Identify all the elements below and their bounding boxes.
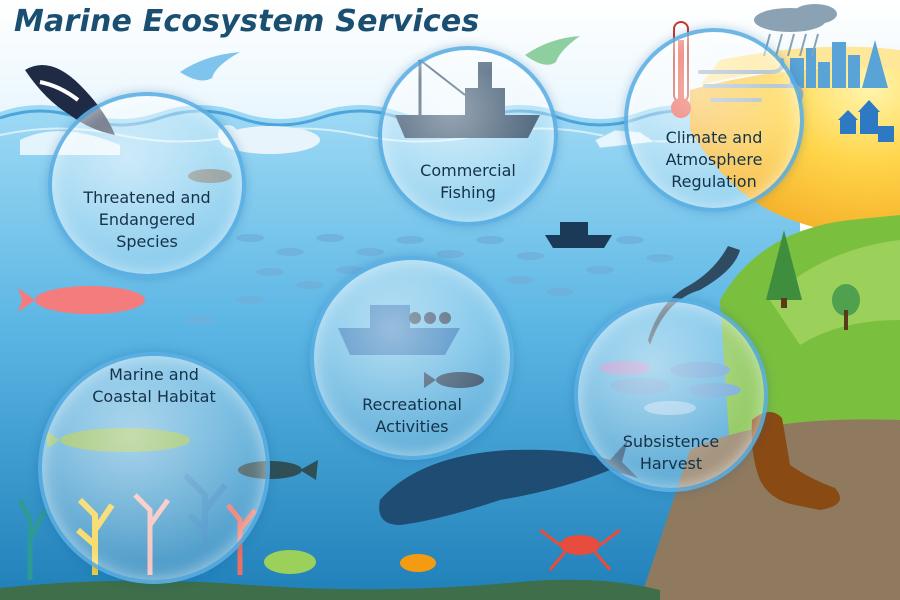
label-line: Species [116, 232, 178, 251]
sea-floor [0, 579, 660, 600]
commercial-fishing-bubble [378, 46, 558, 226]
coastal-habitat-bubble [38, 352, 270, 584]
trees-icon [766, 230, 860, 330]
albatross-icon [180, 52, 240, 81]
label-line: Marine and [109, 365, 199, 384]
sea-lion-icon [751, 411, 840, 510]
label-line: Atmosphere [665, 150, 763, 169]
label-line: Endangered [98, 210, 196, 229]
recreational-activities-bubble [310, 256, 514, 460]
crab-icon [539, 528, 621, 571]
small-boat-icon [545, 222, 612, 248]
label-line: Climate and [665, 128, 763, 147]
label-line: Coastal Habitat [92, 387, 216, 406]
right-whale-icon [379, 440, 638, 525]
threatened-species-label: Threatened and Endangered Species [48, 187, 246, 253]
label-line: Harvest [639, 454, 703, 473]
coastal-habitat-label: Marine and Coastal Habitat [38, 364, 270, 408]
label-line: Fishing [440, 183, 496, 202]
rain-cloud-icon [754, 4, 837, 57]
label-line: Regulation [671, 172, 757, 191]
gull-icon [525, 36, 580, 65]
climate-regulation-label: Climate and Atmosphere Regulation [624, 127, 804, 193]
fish-school-icon [186, 234, 674, 324]
label-line: Threatened and [83, 188, 211, 207]
subsistence-harvest-bubble [574, 298, 768, 492]
climate-regulation-bubble [624, 28, 804, 212]
page-title: Marine Ecosystem Services [14, 4, 480, 39]
label-line: Subsistence [622, 432, 720, 451]
seal-icon [648, 246, 740, 345]
commercial-fishing-label: Commercial Fishing [378, 160, 558, 204]
flatfish-icon [400, 554, 436, 572]
label-line: Activities [375, 417, 449, 436]
label-line: Commercial [420, 161, 516, 180]
houses-icon [838, 100, 894, 142]
salmon-icon [18, 286, 145, 314]
subsistence-harvest-label: Subsistence Harvest [574, 431, 768, 475]
label-line: Recreational [362, 395, 462, 414]
recreational-activities-label: Recreational Activities [310, 394, 514, 438]
threatened-species-bubble [48, 92, 246, 278]
